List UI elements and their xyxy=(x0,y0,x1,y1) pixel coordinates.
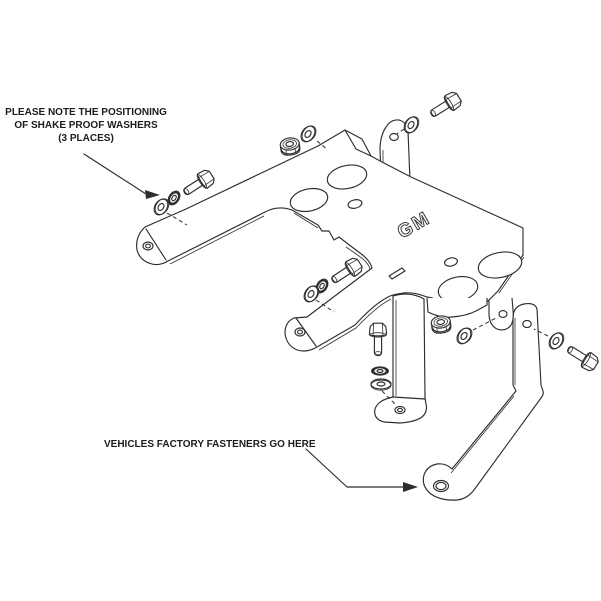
main-bracket-plate: GM xyxy=(137,130,525,351)
hex-bolt xyxy=(368,322,388,357)
note-arrow-washers xyxy=(84,154,160,199)
plate-slot xyxy=(389,268,405,279)
lower-arm-cap-hole xyxy=(295,328,305,336)
note-line-1: PLEASE NOTE THE POSITIONING xyxy=(5,107,167,118)
fastener-right-nut-washer xyxy=(429,314,476,348)
hex-bolt xyxy=(563,340,601,374)
assembly-leader-lines xyxy=(167,129,548,405)
fastener-bottom-vertical-bolt xyxy=(368,322,391,390)
note-line-3: (3 PLACES) xyxy=(58,133,114,144)
flat-washer xyxy=(297,122,320,146)
right-wall-tab xyxy=(427,298,513,330)
lower-cap-fold xyxy=(296,318,316,346)
right-strap-brace-foot xyxy=(423,304,543,501)
note-shake-proof-washers: PLEASE NOTE THE POSITIONING OF SHAKE PRO… xyxy=(0,106,172,145)
note-factory-fasteners: VEHICLES FACTORY FASTENERS GO HERE xyxy=(104,438,316,451)
flat-washer xyxy=(545,329,568,353)
center-leg-with-foot xyxy=(375,294,427,423)
nylock-nut xyxy=(278,136,302,157)
fastener-far-right-bolt xyxy=(545,329,601,374)
plate-holes xyxy=(288,162,524,305)
left-arm-cap-hole xyxy=(143,242,153,250)
note-arrow-fasteners xyxy=(306,449,418,492)
hex-bolt xyxy=(179,167,217,201)
note-factory-fasteners-text: VEHICLES FACTORY FASTENERS GO HERE xyxy=(104,439,316,450)
flat-washer xyxy=(453,324,476,348)
hex-bolt xyxy=(426,89,464,123)
shake-proof-washer xyxy=(371,366,389,376)
corner-fold-line xyxy=(345,130,371,156)
nylock-nut xyxy=(429,314,453,335)
note-line-2: OF SHAKE PROOF WASHERS xyxy=(14,120,158,131)
flat-washer xyxy=(371,379,391,390)
fastener-top-right-bolt xyxy=(400,89,464,137)
left-cap-fold xyxy=(146,229,166,260)
